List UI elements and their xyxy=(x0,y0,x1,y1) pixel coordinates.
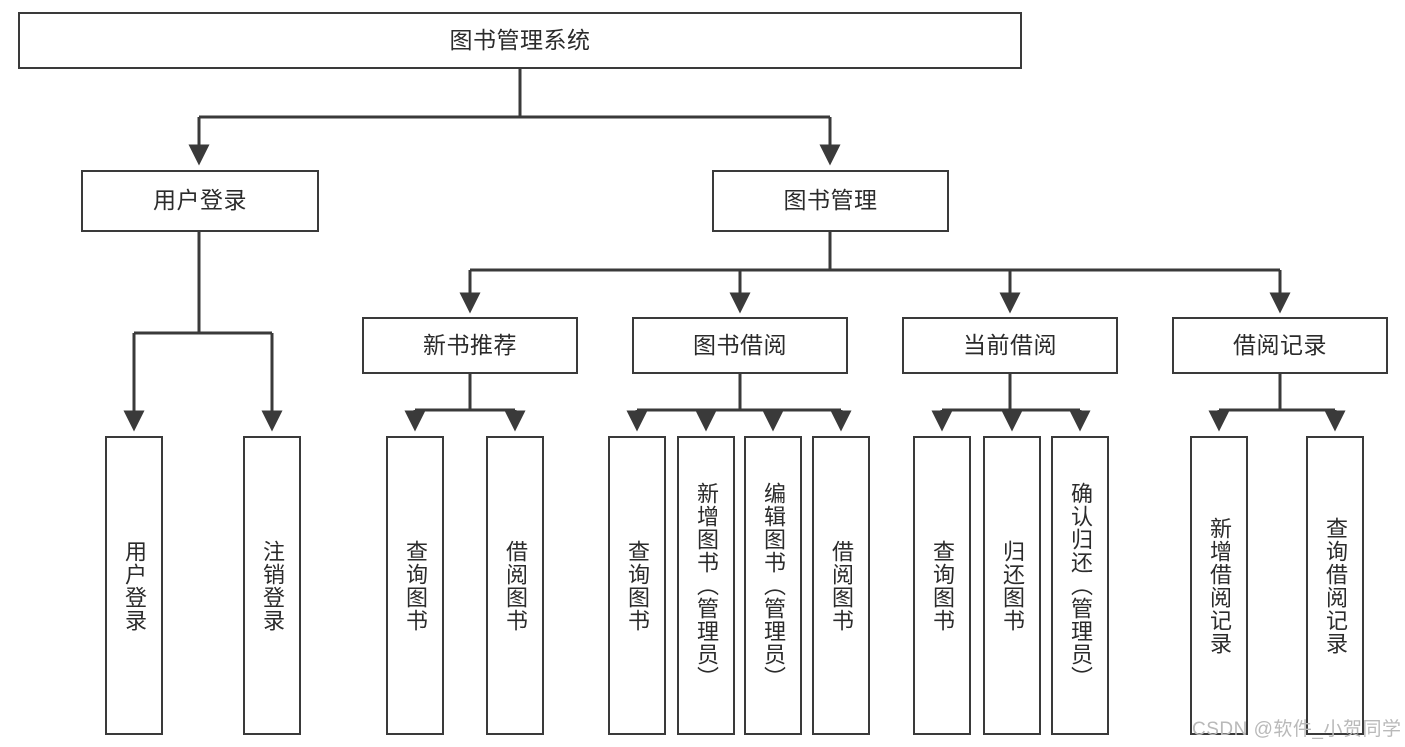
node-leaf-add-record-label: 新增借阅记录 xyxy=(1206,516,1232,655)
node-leaf-user-login-label: 用户登录 xyxy=(121,539,147,632)
node-new-book-recommend[interactable]: 新书推荐 xyxy=(362,317,578,374)
node-book-borrow-label: 图书借阅 xyxy=(693,331,787,358)
node-leaf-confirm-return[interactable]: 确认归还（管理员） xyxy=(1051,436,1109,735)
node-leaf-query-book-1-label: 查询图书 xyxy=(402,539,428,632)
node-leaf-query-record[interactable]: 查询借阅记录 xyxy=(1306,436,1364,735)
node-user-login[interactable]: 用户登录 xyxy=(81,170,319,232)
node-book-manage[interactable]: 图书管理 xyxy=(712,170,949,232)
node-leaf-query-book-2-label: 查询图书 xyxy=(624,539,650,632)
node-leaf-borrow-book-2[interactable]: 借阅图书 xyxy=(812,436,870,735)
node-leaf-query-book-3-label: 查询图书 xyxy=(929,539,955,632)
node-borrow-record-label: 借阅记录 xyxy=(1233,331,1327,358)
node-leaf-borrow-book-2-label: 借阅图书 xyxy=(828,539,854,632)
node-current-borrow[interactable]: 当前借阅 xyxy=(902,317,1118,374)
node-leaf-edit-book[interactable]: 编辑图书（管理员） xyxy=(744,436,802,735)
node-leaf-query-book-1[interactable]: 查询图书 xyxy=(386,436,444,735)
node-borrow-record[interactable]: 借阅记录 xyxy=(1172,317,1388,374)
node-book-manage-label: 图书管理 xyxy=(783,187,878,214)
node-user-login-label: 用户登录 xyxy=(153,187,247,214)
node-leaf-query-book-2[interactable]: 查询图书 xyxy=(608,436,666,735)
node-root[interactable]: 图书管理系统 xyxy=(18,12,1022,69)
node-root-label: 图书管理系统 xyxy=(449,26,591,53)
node-new-book-recommend-label: 新书推荐 xyxy=(423,331,517,358)
node-leaf-return-book[interactable]: 归还图书 xyxy=(983,436,1041,735)
node-leaf-logout-label: 注销登录 xyxy=(259,539,285,632)
node-leaf-query-record-label: 查询借阅记录 xyxy=(1322,516,1348,655)
node-leaf-borrow-book-1-label: 借阅图书 xyxy=(502,539,528,632)
node-leaf-add-book-label: 新增图书（管理员） xyxy=(693,482,719,689)
node-current-borrow-label: 当前借阅 xyxy=(963,331,1057,358)
node-leaf-add-book[interactable]: 新增图书（管理员） xyxy=(677,436,735,735)
csdn-watermark: CSDN @软件_小贺同学 xyxy=(1192,719,1402,740)
node-leaf-edit-book-label: 编辑图书（管理员） xyxy=(760,482,786,689)
node-leaf-return-book-label: 归还图书 xyxy=(999,539,1025,632)
node-leaf-logout[interactable]: 注销登录 xyxy=(243,436,301,735)
node-leaf-borrow-book-1[interactable]: 借阅图书 xyxy=(486,436,544,735)
node-leaf-user-login[interactable]: 用户登录 xyxy=(105,436,163,735)
node-leaf-add-record[interactable]: 新增借阅记录 xyxy=(1190,436,1248,735)
node-leaf-query-book-3[interactable]: 查询图书 xyxy=(913,436,971,735)
node-leaf-confirm-return-label: 确认归还（管理员） xyxy=(1067,482,1093,689)
node-book-borrow[interactable]: 图书借阅 xyxy=(632,317,848,374)
